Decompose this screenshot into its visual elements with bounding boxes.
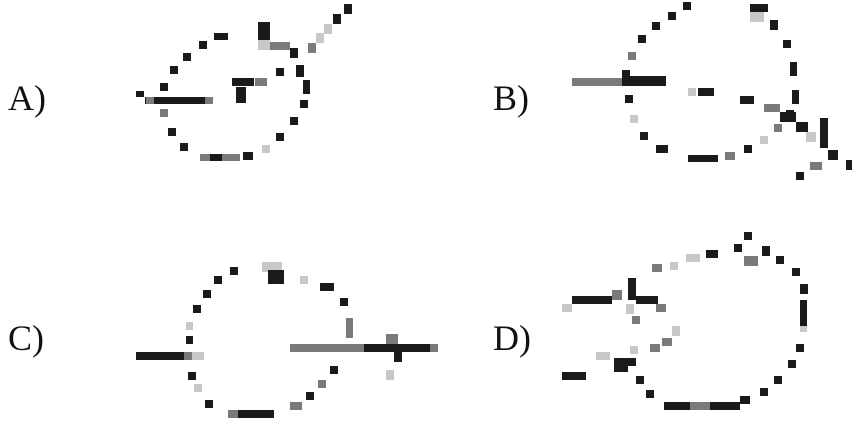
option-b-label: B) xyxy=(493,78,529,118)
figure-b-left-line xyxy=(572,78,622,86)
figure-a-circle xyxy=(160,33,310,161)
figure-b-centre-mark xyxy=(698,88,714,96)
figure-d-circle xyxy=(636,232,808,410)
option-a-label: A) xyxy=(8,78,46,118)
figure-c-left-line xyxy=(136,352,184,360)
figure-c xyxy=(136,262,438,418)
figure-a-diagonal-line xyxy=(258,22,270,40)
figure-a-centre-mark xyxy=(232,78,254,86)
figure-a xyxy=(136,4,352,161)
option-c-label: C) xyxy=(8,318,44,358)
figure-a-left-line xyxy=(136,91,144,97)
figure-b-diagonal-line xyxy=(764,104,780,112)
figure-b xyxy=(572,2,852,180)
option-d-label: D) xyxy=(493,318,531,358)
figure-d-left-line xyxy=(572,296,612,304)
figure-c-right-line xyxy=(290,344,364,352)
figure-c-circle xyxy=(186,262,353,418)
figure-d xyxy=(562,232,808,410)
